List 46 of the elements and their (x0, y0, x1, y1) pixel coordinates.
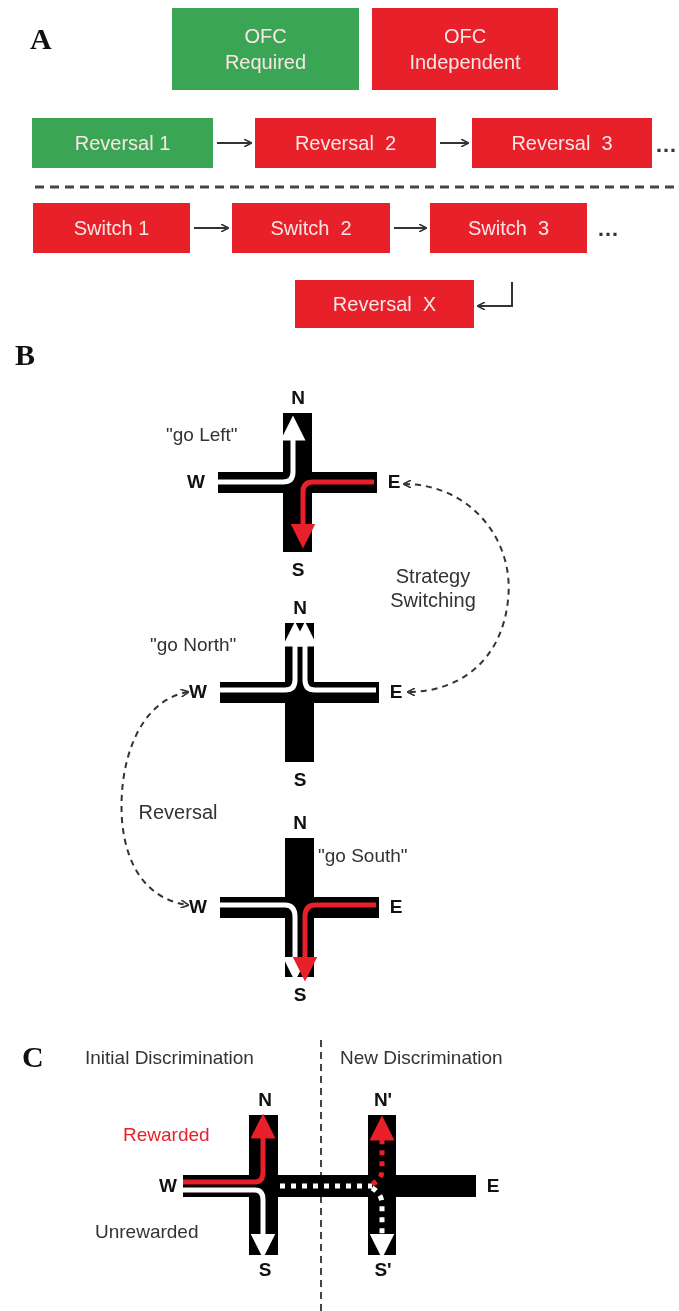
return-arrow (476, 281, 513, 311)
column-heading: Initial Discrimination (85, 1046, 254, 1069)
panel-letter: A (30, 22, 52, 56)
arrow (216, 138, 253, 148)
stage-box: Reversal X (295, 280, 474, 328)
compass-letter: W (189, 897, 207, 917)
compass-letter: S (293, 770, 307, 790)
compass-letter: N (258, 1090, 272, 1110)
compass-letter: E (387, 472, 401, 492)
compass-letter: W (189, 682, 207, 702)
strategy-caption: "go North" (150, 634, 237, 656)
stage-box: Switch 2 (232, 203, 390, 253)
compass-letter: W (187, 472, 205, 492)
compass-letter: N (293, 598, 307, 618)
panel-letter: B (15, 338, 35, 372)
arrow (439, 138, 470, 148)
compass-letter: N (293, 813, 307, 833)
stage-box: OFC Independent (372, 8, 558, 90)
strategy-caption: "go South" (318, 845, 408, 867)
compass-letter: S (291, 560, 305, 580)
outcome-label: Unrewarded (95, 1220, 199, 1243)
arrow (393, 223, 428, 233)
compass-letter: E (486, 1176, 500, 1196)
compass-letter: S' (374, 1260, 392, 1280)
stage-box: Reversal 1 (32, 118, 213, 168)
dashed-arrow (120, 689, 190, 909)
ellipsis: … (655, 134, 677, 156)
strategy-caption: "go Left" (166, 424, 238, 446)
stage-box: Reversal 3 (472, 118, 652, 168)
column-heading: New Discrimination (340, 1046, 503, 1069)
compass-letter: E (389, 682, 403, 702)
panel-letter: C (22, 1040, 44, 1074)
stage-box: Switch 3 (430, 203, 587, 253)
dashed-arrow (402, 479, 510, 697)
compass-letter: S (258, 1260, 272, 1280)
compass-letter: W (159, 1176, 177, 1196)
arrow (193, 223, 230, 233)
stage-box: Reversal 2 (255, 118, 436, 168)
compass-letter: E (389, 897, 403, 917)
ellipsis: … (597, 218, 619, 240)
compass-letter: N' (373, 1090, 393, 1110)
compass-letter: S (293, 985, 307, 1005)
outcome-label: Rewarded (123, 1123, 210, 1146)
stage-box: OFC Required (172, 8, 359, 90)
stage-box: Switch 1 (33, 203, 190, 253)
compass-letter: N (291, 388, 305, 408)
